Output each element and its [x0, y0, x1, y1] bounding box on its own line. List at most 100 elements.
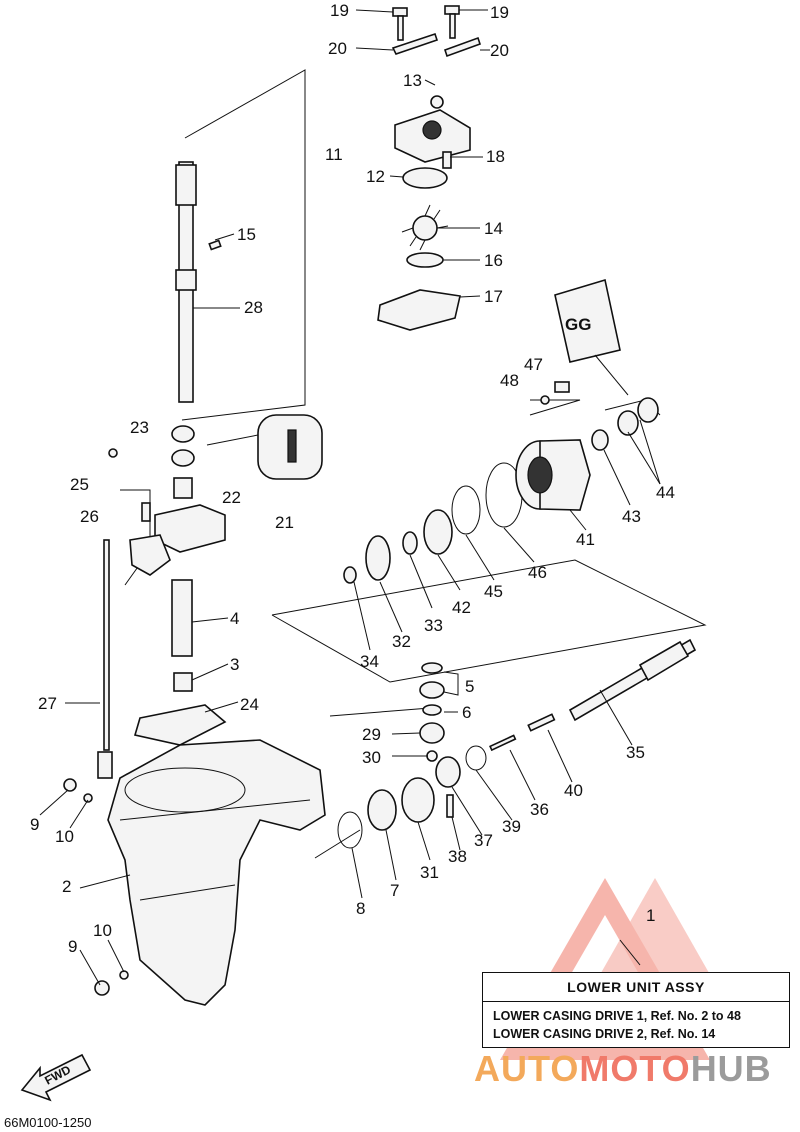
- shim-6: [422, 704, 442, 716]
- callout: 19: [490, 3, 509, 22]
- callout: 28: [244, 298, 263, 317]
- callout: 43: [622, 507, 641, 526]
- shim-33: [402, 531, 418, 555]
- callout: 8: [356, 899, 365, 918]
- magnified-seal-bubble: [206, 414, 323, 480]
- callout: 40: [564, 781, 583, 800]
- callout: 7: [390, 881, 399, 900]
- ball-bearing-42: [423, 509, 453, 555]
- needle-bearing-5b: [419, 681, 445, 699]
- casing-cap-21: [154, 504, 226, 553]
- oil-seal-44b: [637, 397, 659, 423]
- watermark-part: HUB: [690, 1048, 772, 1089]
- info-box-title: LOWER UNIT ASSY: [567, 979, 705, 995]
- callout: 42: [452, 598, 471, 617]
- callout: 47: [524, 355, 543, 374]
- callout: 20: [490, 41, 509, 60]
- callout: 12: [366, 167, 385, 186]
- pump-insert-cartridge: [402, 167, 448, 189]
- bush-3: [173, 672, 193, 692]
- reverse-gear-32: [365, 535, 391, 581]
- grease-label: GG: [565, 315, 591, 334]
- info-box-row: LOWER CASING DRIVE 1, Ref. No. 2 to 48: [493, 1009, 741, 1023]
- callout: 31: [420, 863, 439, 882]
- callout: 27: [38, 694, 57, 713]
- outer-plate-cartridge: [377, 289, 461, 331]
- dog-clutch-37: [435, 756, 461, 788]
- callout: 32: [392, 632, 411, 651]
- callout: 19: [330, 1, 349, 20]
- info-box-divider: [483, 1001, 789, 1002]
- clip-25: [108, 448, 118, 458]
- callout: 23: [130, 418, 149, 437]
- callout: 41: [576, 530, 595, 549]
- washer-10-upper: [83, 793, 93, 803]
- washer-10-lower: [119, 970, 129, 980]
- bolt-9-upper: [63, 778, 77, 792]
- shift-rod: [97, 539, 113, 779]
- callout: 26: [80, 507, 99, 526]
- fwd-arrow-icon: [20, 1053, 92, 1102]
- bush-22: [173, 477, 193, 499]
- pin-18: [442, 151, 452, 169]
- callout: 10: [93, 921, 112, 940]
- washer-48: [540, 395, 550, 405]
- callout: 33: [424, 616, 443, 635]
- bolt-19-right: [444, 5, 460, 39]
- watermark-text: AUTOMOTOHUB: [474, 1048, 772, 1090]
- parts-info-box: LOWER UNIT ASSY LOWER CASING DRIVE 1, Re…: [482, 972, 790, 1048]
- shift-bracket: [129, 534, 171, 576]
- callout: 14: [484, 219, 503, 238]
- diagram-code: 66M0100-1250: [4, 1115, 92, 1130]
- callout: 9: [30, 815, 39, 834]
- callout: 17: [484, 287, 503, 306]
- callout: 24: [240, 695, 259, 714]
- plate-20-right: [443, 36, 482, 58]
- callout: 3: [230, 655, 239, 674]
- callout: 20: [328, 39, 347, 58]
- oring-16: [406, 252, 444, 268]
- callout: 5: [465, 677, 474, 696]
- watermark-part: AUTO: [474, 1048, 580, 1089]
- oil-seal-23b: [171, 449, 195, 467]
- callout: 48: [500, 371, 519, 390]
- part-callouts: 19 19 20 20 13 11 18 12 14 15 16 28 17 4…: [30, 1, 675, 956]
- oil-seal-23a: [171, 425, 195, 443]
- pinion-29: [419, 722, 445, 744]
- shim-8: [337, 811, 363, 849]
- shim-5a: [421, 662, 443, 674]
- info-box-row: LOWER CASING DRIVE 2, Ref. No. 14: [493, 1027, 716, 1041]
- callout: 6: [462, 703, 471, 722]
- callout: 9: [68, 937, 77, 956]
- circlip-34: [343, 566, 357, 584]
- callout: 4: [230, 609, 239, 628]
- bearing-housing-41: [515, 439, 591, 511]
- gasket-24: [133, 704, 227, 746]
- bolt-9-lower: [94, 980, 110, 996]
- callout: 25: [70, 475, 89, 494]
- circlip-39: [465, 745, 487, 771]
- water-pump-housing: [394, 95, 471, 163]
- callout: 46: [528, 563, 547, 582]
- oil-seal-44a: [617, 410, 639, 436]
- callout: 10: [55, 827, 74, 846]
- callout: 35: [626, 743, 645, 762]
- needle-bearing-43: [591, 429, 609, 451]
- lower-casing: [107, 739, 326, 1006]
- water-tube-4: [171, 579, 193, 657]
- drive-shaft: [175, 161, 197, 403]
- woodruff-key: [208, 239, 222, 251]
- callout: 13: [403, 71, 422, 90]
- bolt-19-left: [392, 7, 408, 41]
- nut-30: [426, 750, 438, 762]
- forward-gear-31: [401, 777, 435, 823]
- callout: 18: [486, 147, 505, 166]
- bolt-47: [554, 381, 570, 393]
- callout: 2: [62, 877, 71, 896]
- pin-38: [446, 794, 454, 818]
- callout: 34: [360, 652, 379, 671]
- grease-callout-bubble: GG: [554, 278, 629, 396]
- callout: 29: [362, 725, 381, 744]
- callout: 39: [502, 817, 521, 836]
